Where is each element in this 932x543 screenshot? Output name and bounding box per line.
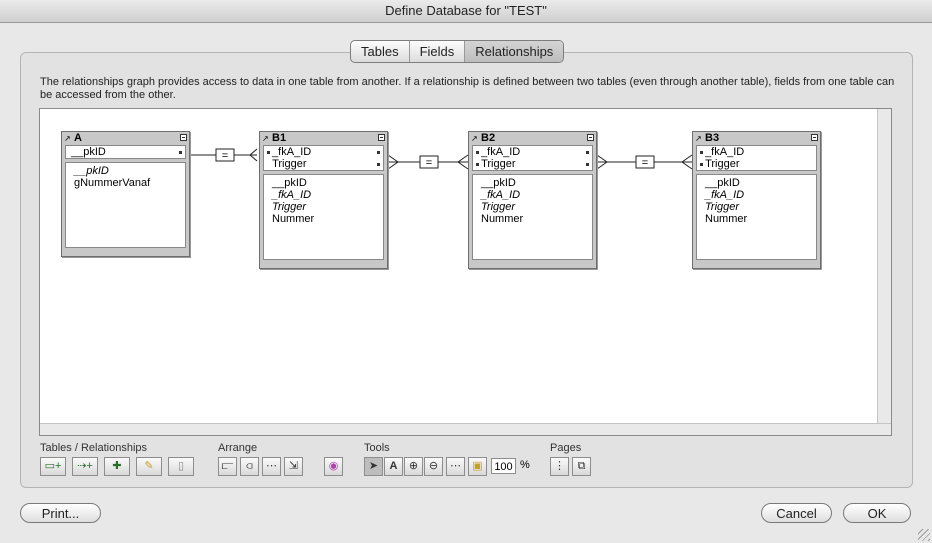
key-field[interactable]: _fkA_ID — [700, 146, 816, 158]
field-list: __pkID _fkA_ID Trigger Nummer — [696, 174, 817, 260]
key-field[interactable]: _fkA_ID — [267, 146, 383, 158]
resize-grip[interactable] — [918, 529, 930, 541]
field[interactable]: Nummer — [705, 213, 748, 225]
relationship-b1-b2[interactable]: = — [419, 155, 439, 169]
align-top-icon[interactable]: ⫏ — [240, 457, 259, 476]
key-field[interactable]: _fkA_ID — [476, 146, 592, 158]
grid-icon[interactable]: ⋯ — [446, 457, 465, 476]
print-button[interactable]: Print... — [20, 503, 101, 523]
table-b2[interactable]: ↗B2 _fkA_ID Trigger __pkID _fkA_ID Trigg… — [468, 131, 597, 269]
pages-label: Pages — [550, 442, 582, 454]
field[interactable]: Trigger — [705, 201, 740, 213]
pointer-tool-icon[interactable]: ➤ — [364, 457, 383, 476]
duplicate-icon[interactable]: ✚ — [104, 457, 130, 476]
key-field[interactable]: Trigger — [267, 158, 383, 170]
color-wheel-icon[interactable]: ◉ — [324, 457, 343, 476]
field[interactable]: gNummerVanaf — [74, 177, 151, 189]
table-name: A — [74, 132, 82, 144]
field[interactable]: __pkID — [481, 177, 516, 189]
field[interactable]: _fkA_ID — [705, 189, 745, 201]
tab-tables[interactable]: Tables — [351, 41, 410, 62]
svg-text:=: = — [222, 150, 228, 162]
table-name: B3 — [705, 132, 720, 144]
add-table-icon[interactable]: ▭+ — [40, 457, 66, 476]
relationship-b2-b3[interactable]: = — [635, 155, 655, 169]
arrow-icon: ↗ — [471, 134, 478, 143]
zoom-in-icon[interactable]: ⊕ — [404, 457, 423, 476]
collapse-icon[interactable] — [811, 134, 818, 141]
zoom-field[interactable]: 100 — [491, 458, 516, 474]
window-title: Define Database for "TEST" — [0, 0, 932, 23]
horizontal-scrollbar[interactable] — [40, 423, 891, 435]
key-field[interactable]: __pkID — [69, 146, 185, 158]
vertical-scrollbar[interactable] — [877, 109, 891, 435]
field[interactable]: Trigger — [272, 201, 307, 213]
align-left-icon[interactable]: ⫍ — [218, 457, 237, 476]
field[interactable]: Nummer — [481, 213, 524, 225]
tables-relationships-label: Tables / Relationships — [40, 442, 148, 454]
svg-text:=: = — [642, 157, 648, 169]
field-list: __pkID _fkA_ID Trigger Nummer — [472, 174, 593, 260]
field[interactable]: __pkID — [74, 165, 109, 177]
distribute-icon[interactable]: ⋯ — [262, 457, 281, 476]
page-breaks-icon[interactable]: ⋮ — [550, 457, 569, 476]
field[interactable]: Trigger — [481, 201, 516, 213]
svg-text:=: = — [426, 157, 432, 169]
key-field[interactable]: Trigger — [476, 158, 592, 170]
tab-bar: Tables Fields Relationships — [350, 40, 565, 63]
relationship-a-b1[interactable]: = — [215, 148, 235, 162]
field[interactable]: _fkA_ID — [272, 189, 312, 201]
note-icon[interactable]: ▣ — [468, 457, 487, 476]
description-text: The relationships graph provides access … — [40, 76, 895, 101]
field[interactable]: _fkA_ID — [481, 189, 521, 201]
field[interactable]: Nummer — [272, 213, 315, 225]
add-relationship-icon[interactable]: ⇢+ — [72, 457, 98, 476]
table-a[interactable]: ↗A __pkID __pkID gNummerVanaf — [61, 131, 190, 257]
text-tool-icon[interactable]: A — [384, 457, 403, 476]
table-b3[interactable]: ↗B3 _fkA_ID Trigger __pkID _fkA_ID Trigg… — [692, 131, 821, 269]
relationships-graph[interactable]: = = = ↗A __pkID __pkID gNummerVanaf ↗B1 … — [39, 108, 892, 436]
table-name: B1 — [272, 132, 287, 144]
ok-button[interactable]: OK — [843, 503, 911, 523]
field-list: __pkID _fkA_ID Trigger Nummer — [263, 174, 384, 260]
relationship-lines: = = = — [190, 148, 693, 170]
table-b1[interactable]: ↗B1 _fkA_ID Trigger __pkID _fkA_ID Trigg… — [259, 131, 388, 269]
field[interactable]: __pkID — [272, 177, 307, 189]
tab-relationships[interactable]: Relationships — [465, 41, 564, 62]
arrow-icon: ↗ — [64, 134, 71, 143]
arrow-icon: ↗ — [695, 134, 702, 143]
resize-icon[interactable]: ⇲ — [284, 457, 303, 476]
key-fields: _fkA_ID Trigger — [472, 145, 593, 171]
key-field[interactable]: Trigger — [700, 158, 816, 170]
tab-fields[interactable]: Fields — [410, 41, 466, 62]
tools-label: Tools — [364, 442, 390, 454]
field[interactable]: __pkID — [705, 177, 740, 189]
collapse-icon[interactable] — [180, 134, 187, 141]
table-name: B2 — [481, 132, 496, 144]
zoom-unit: % — [520, 459, 530, 471]
cancel-button[interactable]: Cancel — [761, 503, 832, 523]
key-fields: __pkID — [65, 145, 186, 159]
key-fields: _fkA_ID Trigger — [263, 145, 384, 171]
field-list: __pkID gNummerVanaf — [65, 162, 186, 248]
collapse-icon[interactable] — [587, 134, 594, 141]
page-setup-icon[interactable]: ⧉ — [572, 457, 591, 476]
edit-pencil-icon[interactable]: ✎ — [136, 457, 162, 476]
key-fields: _fkA_ID Trigger — [696, 145, 817, 171]
arrange-label: Arrange — [218, 442, 258, 454]
arrow-icon: ↗ — [262, 134, 269, 143]
delete-trash-icon[interactable]: ▯ — [168, 457, 194, 476]
collapse-icon[interactable] — [378, 134, 385, 141]
zoom-out-icon[interactable]: ⊖ — [424, 457, 443, 476]
